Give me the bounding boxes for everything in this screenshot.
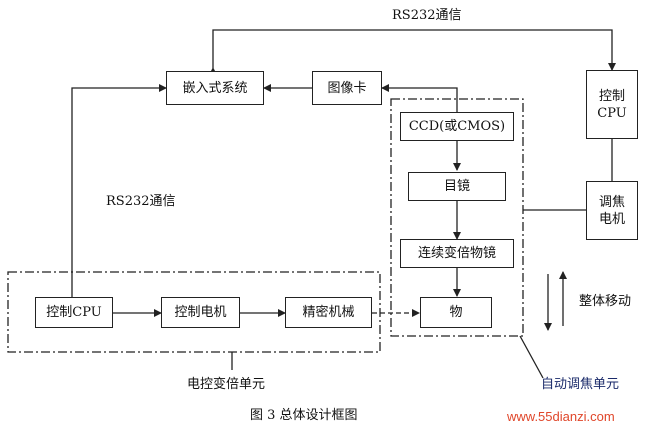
control-cpu-left-box: 控制CPU (35, 297, 113, 328)
rs232-left-line (71, 84, 167, 297)
embedded-system-box: 嵌入式系统 (166, 71, 264, 105)
autofocus-unit-boundary (390, 98, 524, 337)
eyepiece-box: 目镜 (408, 172, 506, 201)
object-box: 物 (420, 297, 492, 328)
focus-motor-box: 调焦电机 (586, 181, 638, 240)
watermark: www.55dianzi.com (507, 409, 615, 424)
autofocus-unit-label: 自动调焦单元 (541, 377, 620, 392)
control-cpu-right-box: 控制CPU (586, 70, 638, 139)
ccd-to-imagecard (381, 84, 458, 112)
precision-mech-box: 精密机械 (285, 297, 372, 328)
rs232-top-line (209, 29, 616, 75)
control-motor-box: 控制电机 (161, 297, 240, 328)
overall-move-label: 整体移动 (579, 294, 632, 309)
zoom-unit-boundary (7, 271, 381, 353)
rs232-top-label: RS232通信 (392, 8, 462, 23)
autofocus-unit-callout (519, 335, 544, 379)
zoom-lens-box: 连续变倍物镜 (400, 239, 514, 268)
figure-caption: 图 3 总体设计框图 (250, 408, 358, 423)
ccd-box: CCD(或CMOS) (400, 112, 514, 141)
zoom-unit-label: 电控变倍单元 (187, 377, 266, 392)
rs232-left-label: RS232通信 (106, 194, 176, 209)
image-card-box: 图像卡 (312, 71, 382, 105)
